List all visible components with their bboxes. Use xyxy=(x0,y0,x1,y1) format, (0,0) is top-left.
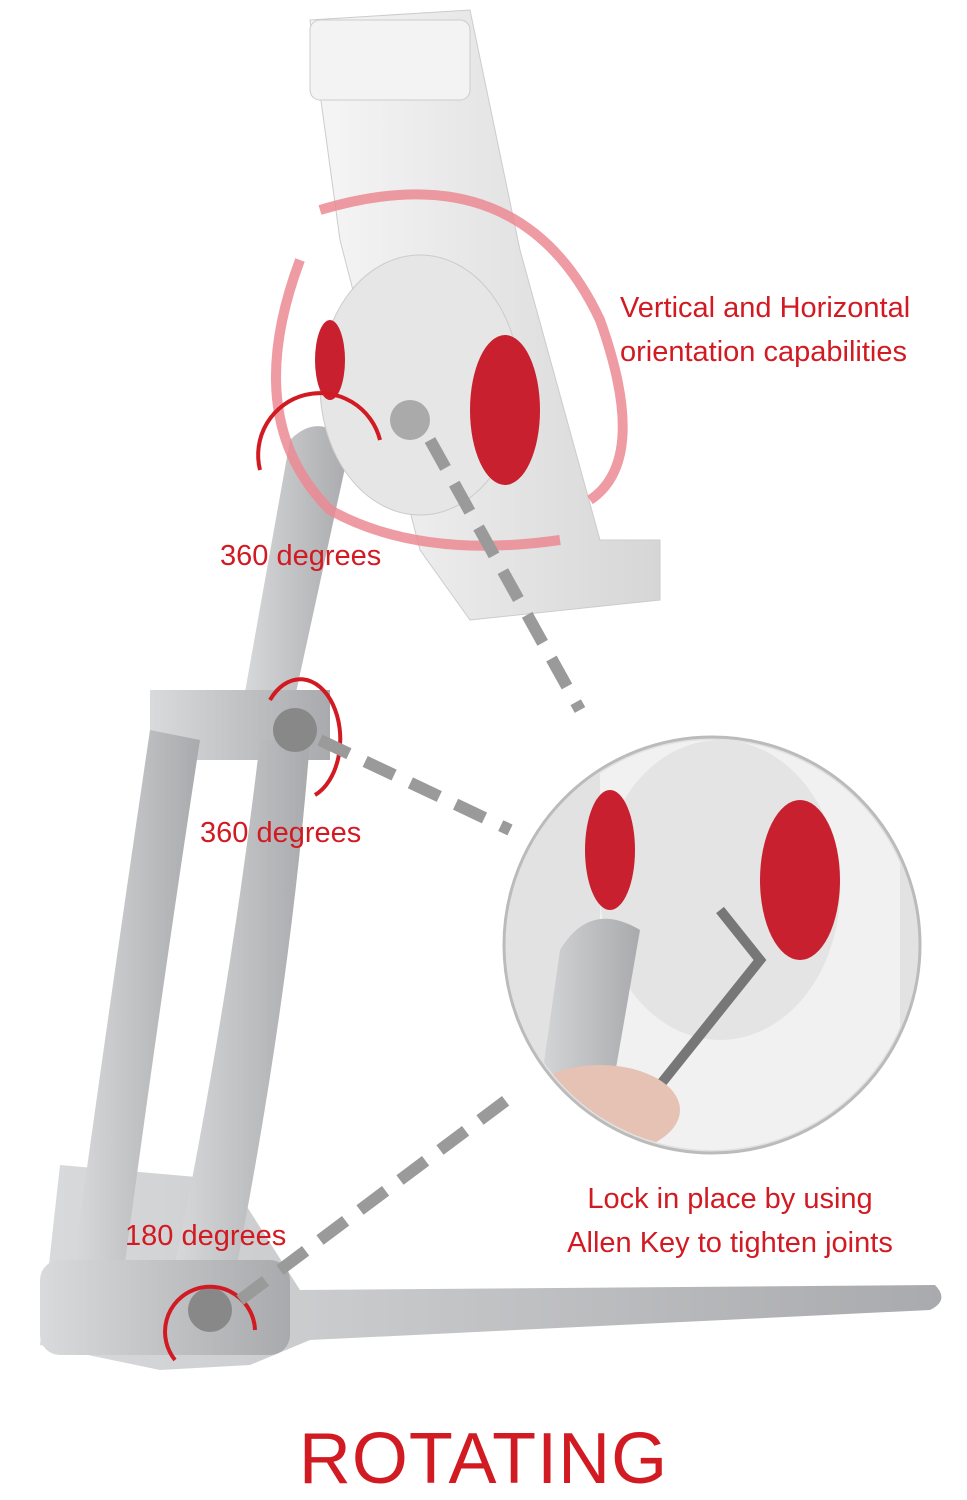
top-joint-label: 360 degrees xyxy=(220,540,382,572)
base-joint-label: 180 degrees xyxy=(125,1220,287,1252)
lock-callout: Lock in place by using Allen Key to tigh… xyxy=(560,1177,900,1265)
orientation-callout: Vertical and Horizontal orientation capa… xyxy=(620,286,910,374)
orientation-callout-line1: Vertical and Horizontal xyxy=(620,292,911,324)
tablet-holder xyxy=(309,9,661,621)
joint-rotation-arrows xyxy=(163,391,382,1362)
rotation-arrow-orientation-icon xyxy=(271,189,628,551)
lock-callout-line1: Lock in place by using xyxy=(587,1183,873,1215)
dashed-pointer-arrows xyxy=(236,437,586,1305)
rotating-title: ROTATING xyxy=(298,1419,669,1499)
allen-key-inset xyxy=(502,735,922,1155)
middle-joint-label: 360 degrees xyxy=(200,817,362,849)
lock-callout-line2: Allen Key to tighten joints xyxy=(567,1227,893,1259)
orientation-callout-line2: orientation capabilities xyxy=(620,336,907,368)
